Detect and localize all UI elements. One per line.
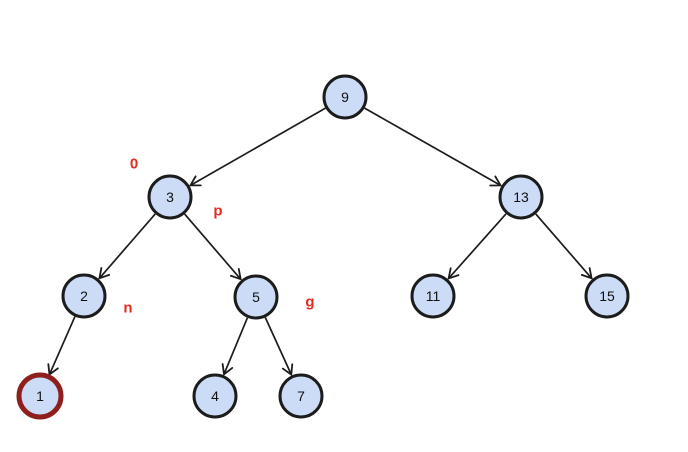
tree-node-value: 7 xyxy=(297,388,305,404)
tree-node-7: 7 xyxy=(278,373,324,419)
tree-edge-5-7 xyxy=(264,317,294,377)
tree-node-value: 2 xyxy=(80,288,88,304)
tree-node-value: 1 xyxy=(36,388,44,404)
tree-node-value: 15 xyxy=(599,288,615,304)
tree-node-2: 2 xyxy=(61,273,107,319)
tree-edge-9-3 xyxy=(188,107,326,187)
annotation-label-g: g xyxy=(305,294,314,311)
tree-node-value: 4 xyxy=(211,388,219,404)
tree-node-circle xyxy=(233,274,279,320)
edges-layer xyxy=(47,107,593,377)
tree-node-value: 3 xyxy=(166,189,174,205)
tree-node-15: 15 xyxy=(584,273,630,319)
tree-node-value: 9 xyxy=(341,89,349,105)
tree-node-circle xyxy=(278,373,324,419)
tree-node-11: 11 xyxy=(410,273,456,319)
tree-node-13: 13 xyxy=(498,174,544,220)
tree-node-circle xyxy=(498,174,544,220)
tree-edge-3-5 xyxy=(184,213,242,281)
annotations-layer: 0 p n g xyxy=(123,156,314,317)
tree-node-value: 13 xyxy=(513,189,529,205)
tree-edge-2-1 xyxy=(47,316,76,377)
tree-node-circle xyxy=(410,273,456,319)
annotation-label-p: p xyxy=(213,203,222,220)
tree-node-9: 9 xyxy=(322,74,368,120)
tree-edge-13-11 xyxy=(447,213,507,280)
tree-node-5: 5 xyxy=(233,274,279,320)
tree-node-circle xyxy=(61,273,107,319)
tree-node-circle xyxy=(147,174,193,220)
tree-node-1: 1 xyxy=(16,372,64,420)
annotation-label-0: 0 xyxy=(130,156,138,173)
tree-node-value: 5 xyxy=(252,289,260,305)
tree-node-circle xyxy=(322,74,368,120)
tree-node-circle xyxy=(584,273,630,319)
tree-node-circle xyxy=(192,373,238,419)
tree-node-4: 4 xyxy=(192,373,238,419)
tree-node-3: 3 xyxy=(147,174,193,220)
tree-node-circle-highlighted xyxy=(16,372,64,420)
tree-edge-5-4 xyxy=(221,317,249,376)
annotation-label-n: n xyxy=(123,300,132,317)
nodes-layer: 9 3 13 2 5 11 15 1 4 7 xyxy=(16,74,630,420)
tree-node-value: 11 xyxy=(426,288,441,304)
tree-edge-9-13 xyxy=(364,107,503,187)
tree-edge-3-2 xyxy=(98,213,156,280)
tree-edge-13-15 xyxy=(535,213,593,280)
